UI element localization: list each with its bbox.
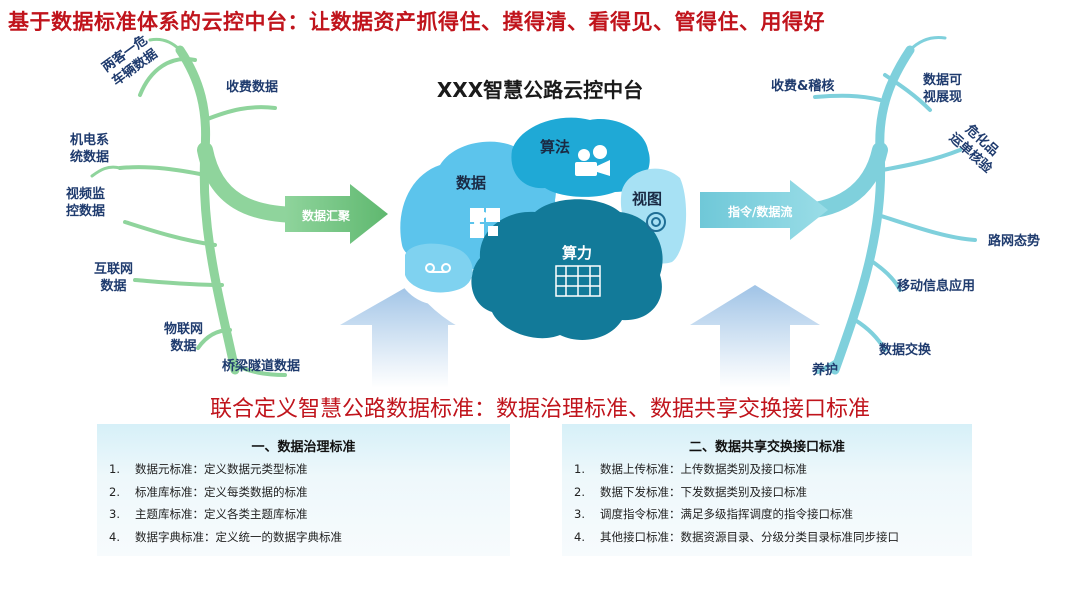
lens-icon [646, 212, 666, 232]
standard-list: 1.数据元标准：定义数据元类型标准 2.标准库标准：定义每类数据的标准 3.主题… [97, 458, 510, 548]
list-item: 3.主题库标准：定义各类主题库标准 [109, 507, 308, 521]
list-item: 2.标准库标准：定义每类数据的标准 [109, 484, 308, 499]
branch-label-maintenance: 养护 [812, 363, 839, 378]
server-rack-icon [555, 265, 601, 297]
cloud-bottom-left [405, 243, 473, 293]
left-data-tree [90, 37, 338, 377]
branch-label-toll-data: 收费数据 [226, 80, 279, 95]
command-flow-label: 指令/数据流 [728, 205, 793, 219]
branch-label-data-exchange: 数据交换 [879, 343, 932, 358]
slide-title: 基于数据标准体系的云控中台：让数据资产抓得住、摸得清、看得见、管得住、用得好 [8, 10, 825, 34]
branch-label-mobile-info-app: 移动信息应用 [897, 279, 976, 294]
brain-label-view: 视图 [632, 190, 663, 208]
branch-label-video-surveillance-data: 视频监控数据 [66, 187, 106, 219]
panel-data-exchange: 二、数据共享交换接口标准 1.数据上传标准：上传数据类别及接口标准 2.数据下发… [562, 424, 972, 556]
branch-label-internet-data: 互联网数据 [94, 262, 134, 294]
right-up-arrow [690, 285, 820, 388]
cloud-view [620, 168, 687, 264]
data-collect-label: 数据汇聚 [302, 209, 351, 223]
standard-list: 1.数据上传标准：上传数据类别及接口标准 2.数据下发标准：下发数据类别及接口标… [562, 458, 972, 548]
list-item: 1.数据元标准：定义数据元类型标准 [109, 462, 308, 476]
branch-label-electromech-data: 机电系统数据 [70, 133, 110, 165]
list-item: 1.数据上传标准：上传数据类别及接口标准 [574, 462, 807, 476]
list-item: 3.调度指令标准：满足多级指挥调度的指令接口标准 [574, 507, 853, 521]
list-item: 2.数据下发标准：下发数据类别及接口标准 [574, 484, 807, 499]
projector-icon [575, 145, 610, 176]
brain-label-compute: 算力 [562, 244, 593, 262]
brain-label-algorithm: 算法 [540, 138, 571, 156]
branch-label-toll-audit: 收费&稽核 [771, 79, 835, 94]
panel-data-governance: 一、数据治理标准 1.数据元标准：定义数据元类型标准 2.标准库标准：定义每类数… [97, 424, 510, 556]
branch-label-iot-data: 物联网数据 [164, 322, 204, 354]
voicemail-icon [425, 263, 451, 273]
branch-label-bridge-tunnel-data: 桥梁隧道数据 [222, 359, 301, 374]
brain-cloud [390, 108, 696, 344]
list-item: 4.数据字典标准：定义统一的数据字典标准 [109, 529, 342, 544]
puzzle-icon [470, 208, 500, 238]
platform-title: XXX智慧公路云控中台 [436, 78, 644, 102]
branch-label-data-visualization: 数据可视展现 [923, 73, 963, 105]
list-item: 4.其他接口标准：数据资源目录、分级分类目录标准同步接口 [574, 529, 899, 544]
panel-title: 一、数据治理标准 [251, 440, 356, 455]
branch-label-road-network-status: 路网态势 [988, 234, 1041, 249]
standard-banner: 联合定义智慧公路数据标准：数据治理标准、数据共享交换接口标准 [209, 397, 870, 422]
data-collect-arrow [285, 184, 388, 244]
panel-title: 二、数据共享交换接口标准 [688, 440, 845, 455]
cloud-compute [471, 199, 663, 340]
command-flow-arrow [700, 180, 828, 240]
brain-label-data: 数据 [456, 174, 487, 192]
